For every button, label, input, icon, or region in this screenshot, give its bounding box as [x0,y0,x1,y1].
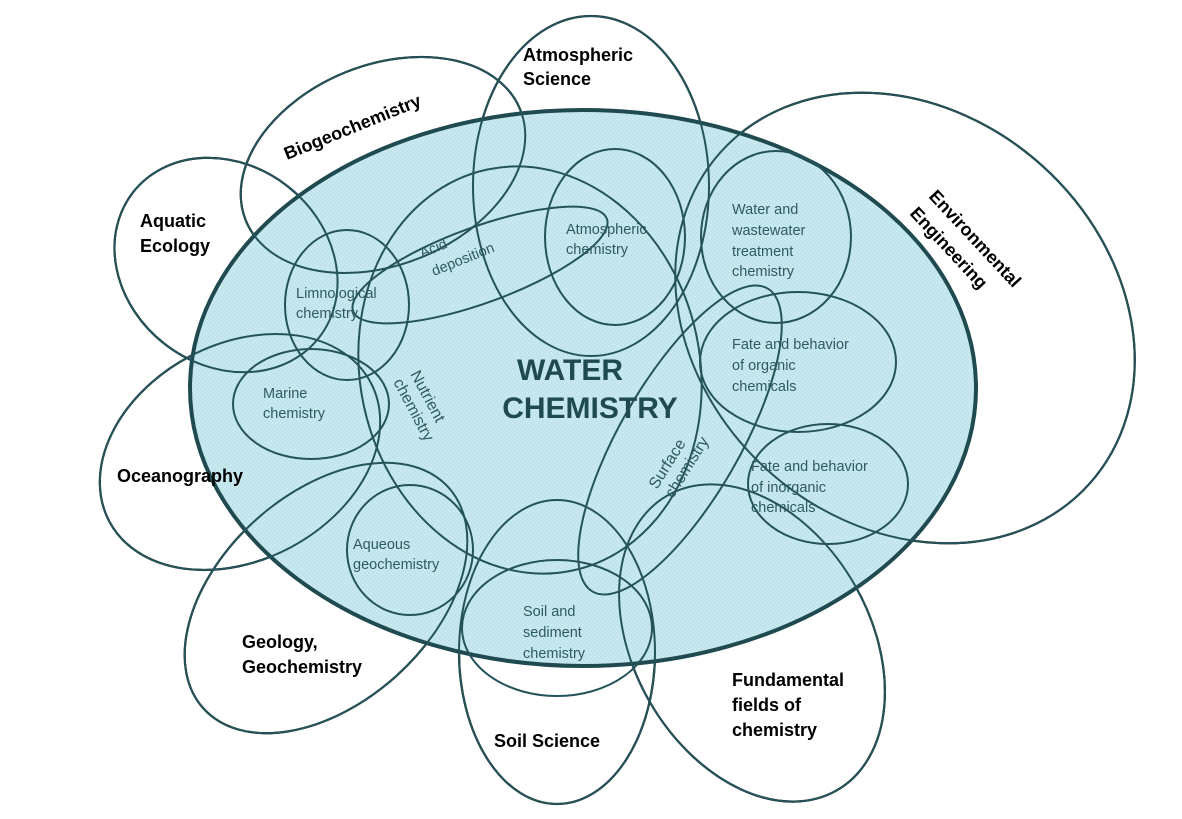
label-fate-inorganic-1: Fate and behavior [751,459,868,475]
label-soil-science: Soil Science [494,731,600,751]
inner-ellipse-fate-inorganic[interactable] [747,423,909,545]
label-aquatic-ecology-2: Ecology [140,236,210,256]
label-water-wastewater-1: Water and [732,202,798,218]
center-title-line2: CHEMISTRY [502,392,678,425]
center-title: WATER CHEMISTRY [502,354,678,425]
label-fate-organic-2: of organic [732,358,796,374]
label-soil-sediment-2: sediment [523,625,582,641]
label-fate-organic-3: chemicals [732,379,796,395]
inner-ellipse-nutrient[interactable] [321,134,739,606]
label-oceanography: Oceanography [117,466,243,486]
overlap-line-biogeochemistry [239,55,527,275]
inner-subfields-layer [232,134,909,697]
label-aqueous-geochemistry-1: Aqueous [353,537,410,553]
label-atmospheric-science-1: Atmospheric [523,45,633,65]
label-fate-organic-1: Fate and behavior [732,337,849,353]
label-marine-1: Marine [263,386,307,402]
label-soil-sediment-3: chemistry [523,646,586,662]
overlap-line-soil-science [458,499,656,805]
label-aqueous-geochemistry-2: geochemistry [353,557,440,573]
label-fate-inorganic-3: chemicals [751,500,815,516]
inner-labels: Limnological chemistry Acid deposition A… [263,202,868,662]
inner-ellipse-marine[interactable] [232,348,390,460]
label-marine-2: chemistry [263,406,326,422]
center-title-line1: WATER [517,354,623,387]
label-atmospheric-chemistry-1: Atmospheric [566,222,647,238]
overlap-line-aquatic-ecology [113,156,339,374]
inner-ellipse-atmospheric-chemistry[interactable] [544,148,686,326]
label-fundamental-3: chemistry [732,720,817,740]
label-geology-1: Geology, [242,632,318,652]
overlap-line-environmental-engineering [674,91,1136,545]
overlap-line-geology [183,461,469,735]
label-limnological-2: chemistry [296,306,359,322]
overlap-line-fundamental-fields [618,483,886,803]
outer-overlap-lines [98,15,1136,805]
label-fundamental-2: fields of [732,695,802,715]
water-chemistry-ellipse[interactable] [188,108,978,668]
label-limnological-1: Limnological [296,286,377,302]
label-geology-2: Geochemistry [242,657,362,677]
label-aquatic-ecology-1: Aquatic [140,211,206,231]
inner-ellipse-soil-sediment[interactable] [461,559,653,697]
inner-ellipse-water-wastewater[interactable] [700,150,852,324]
label-water-wastewater-4: chemistry [732,264,795,280]
label-soil-sediment-1: Soil and [523,604,575,620]
label-atmospheric-chemistry-2: chemistry [566,242,629,258]
overlap-line-oceanography [98,333,382,571]
inner-ellipse-acid-deposition[interactable] [340,183,620,347]
overlap-line-atmospheric-science [472,15,710,357]
inner-ellipse-surface[interactable] [541,258,820,621]
label-water-wastewater-3: treatment [732,244,793,260]
inner-ellipse-limnological[interactable] [284,229,410,381]
label-atmospheric-science-2: Science [523,69,591,89]
label-water-wastewater-2: wastewater [731,223,806,239]
inner-ellipse-aqueous-geochemistry[interactable] [346,484,474,616]
label-fate-inorganic-2: of inorganic [751,480,826,496]
label-fundamental-1: Fundamental [732,670,844,690]
